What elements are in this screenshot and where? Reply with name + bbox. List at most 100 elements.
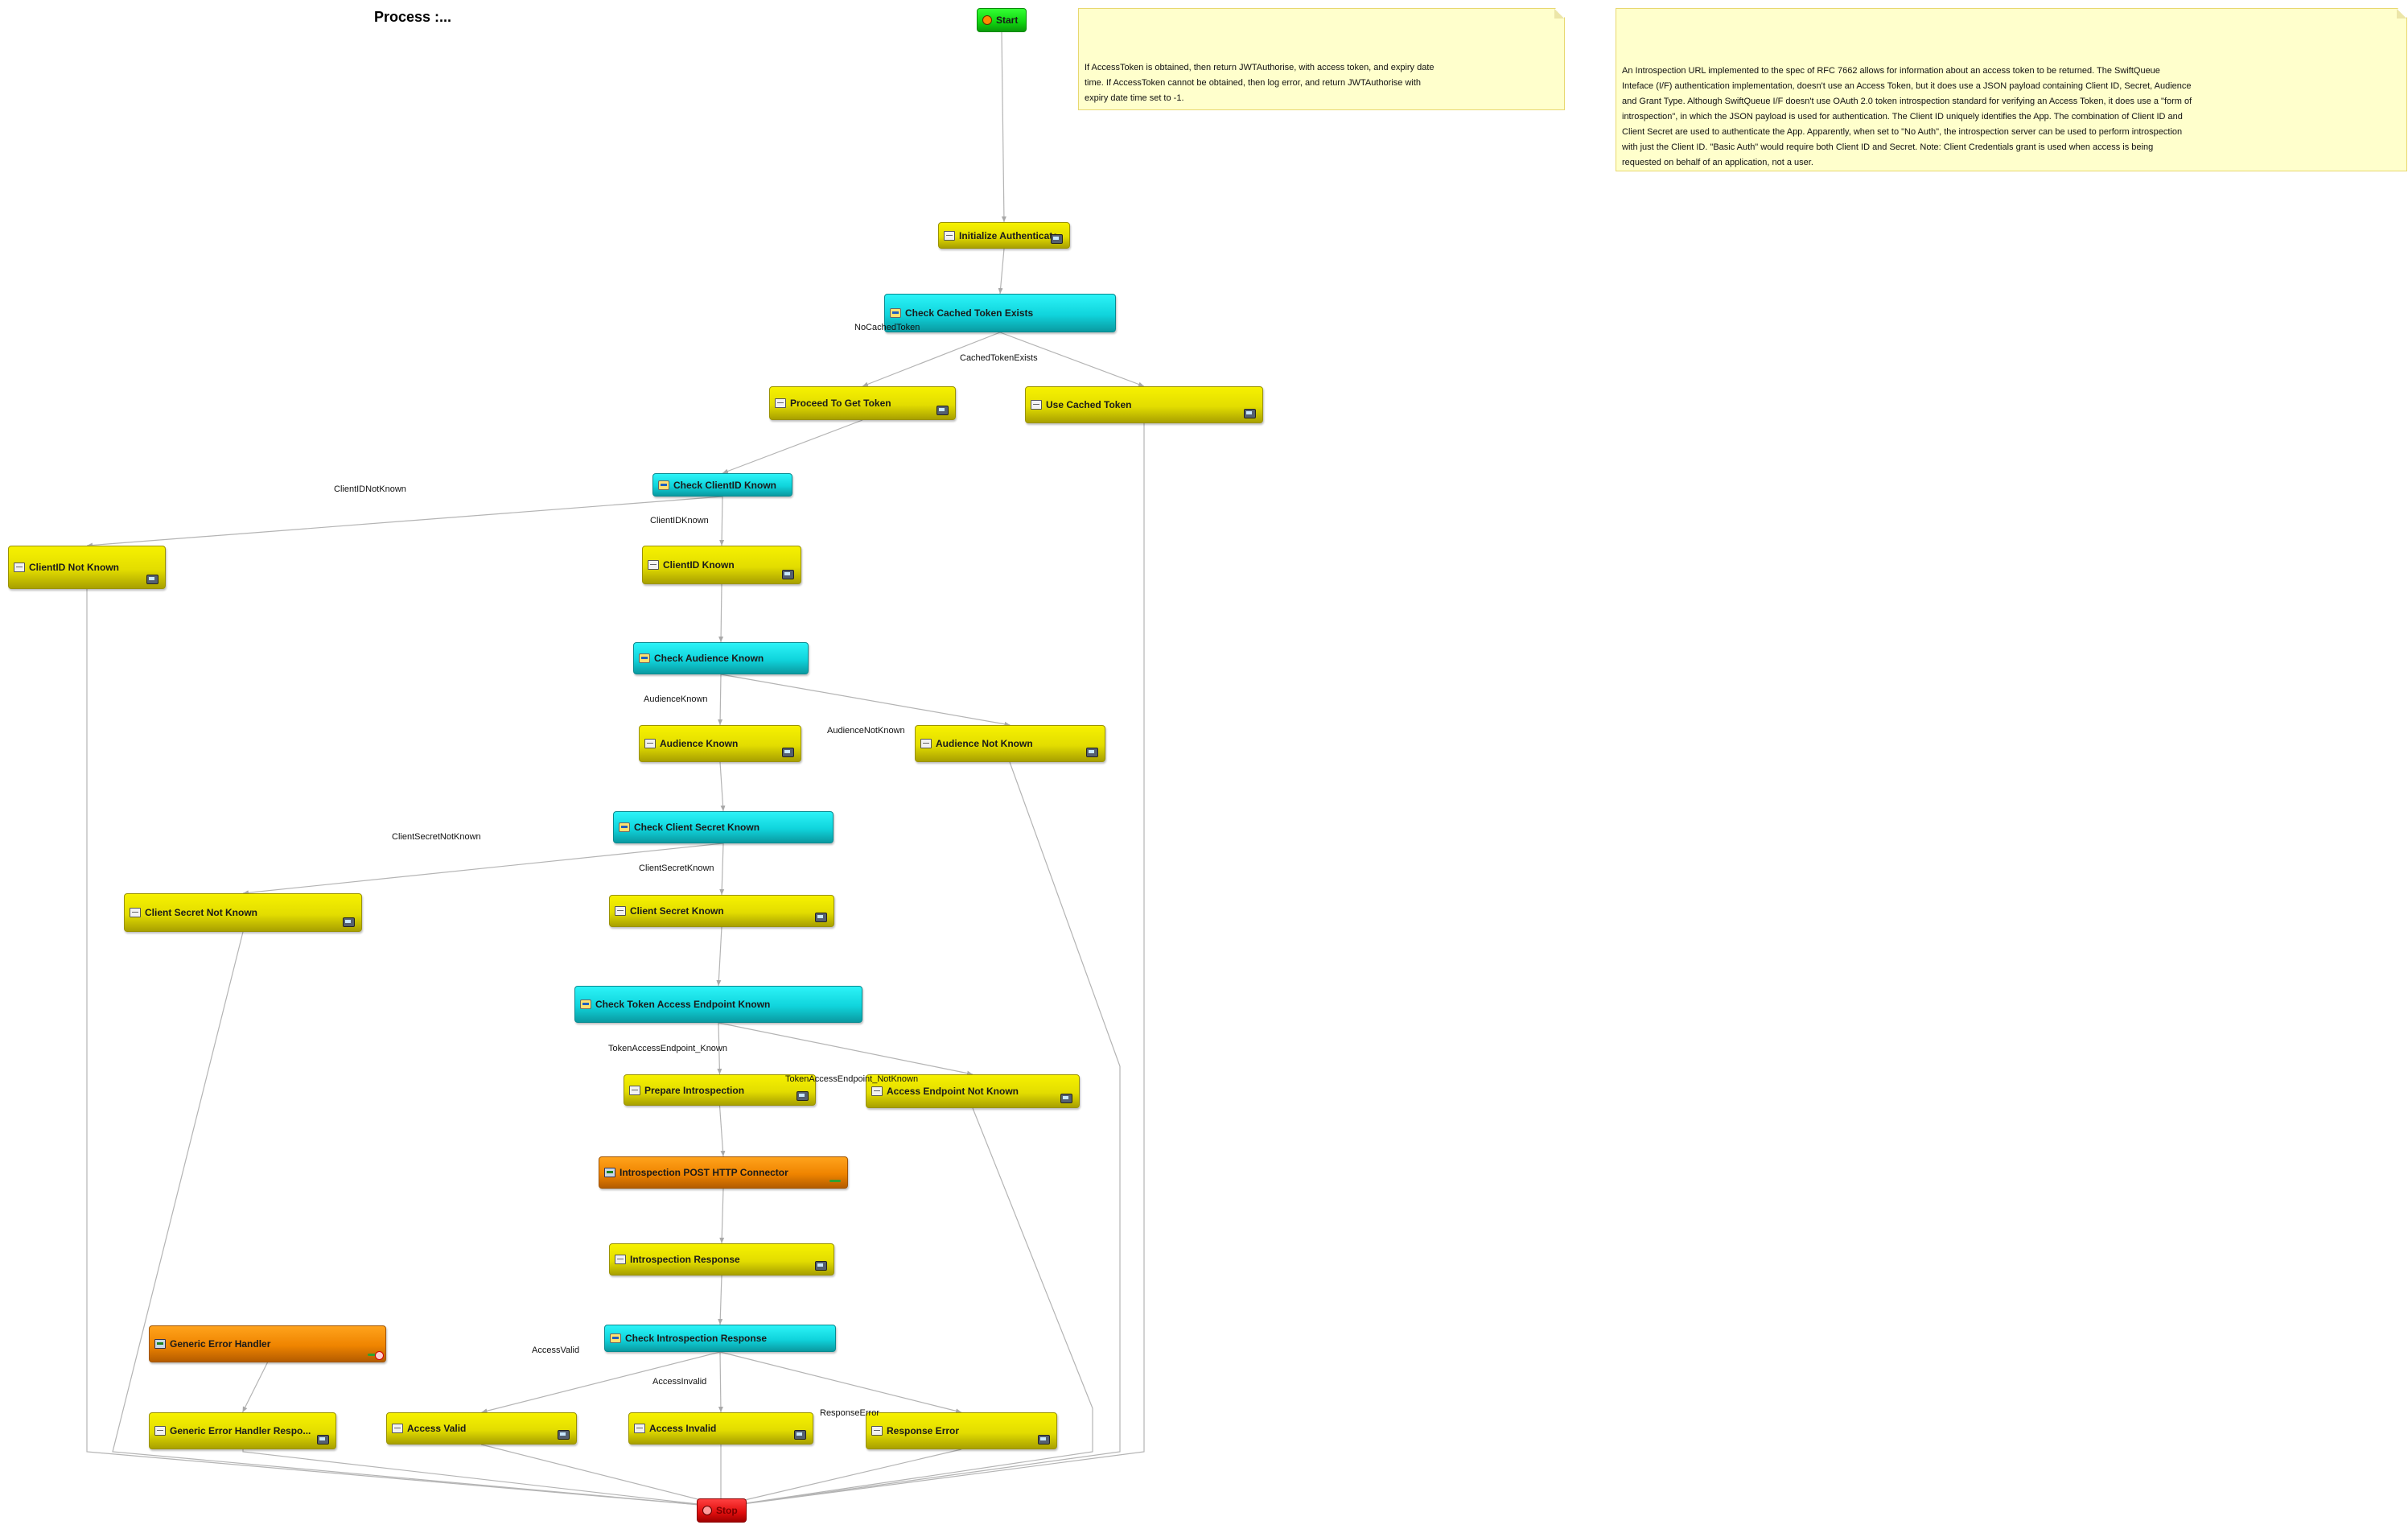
edge-label: ClientIDNotKnown <box>334 484 406 494</box>
node-endpoint-not-known[interactable]: Access Endpoint Not Known <box>866 1074 1080 1108</box>
note-line: requested on behalf of an application, n… <box>1622 158 1813 167</box>
node-intro-post[interactable]: Introspection POST HTTP Connector <box>599 1156 848 1189</box>
edge-checkIntroResp-to-accessValid <box>481 1351 721 1414</box>
node-access-invalid[interactable]: Access Invalid <box>628 1412 813 1445</box>
node-label: Check Cached Token Exists <box>905 307 1034 319</box>
node-label: Check Client Secret Known <box>634 822 760 833</box>
node-label: Stop <box>716 1505 738 1516</box>
node-proceed-get[interactable]: Proceed To Get Token <box>769 386 956 420</box>
task-icon <box>615 906 626 916</box>
edge-checkAudience-to-audienceKnown <box>718 674 723 726</box>
edge-proceedGet-to-checkClientId <box>722 419 863 474</box>
edge-init-to-checkCached <box>998 248 1005 295</box>
annotation-note-token: If AccessToken is obtained, then return … <box>1078 8 1565 110</box>
node-check-client-id[interactable]: Check ClientID Known <box>652 473 792 497</box>
node-prepare-intro[interactable]: Prepare Introspection <box>624 1074 816 1106</box>
node-label: Introspection Response <box>630 1254 740 1265</box>
script-icon <box>936 406 949 415</box>
node-label: ClientID Not Known <box>29 562 119 573</box>
decision-icon <box>619 822 630 832</box>
node-init[interactable]: Initialize Authenticate <box>938 222 1070 249</box>
edge-checkIntroResp-to-accessInvalid <box>718 1351 723 1413</box>
note-line: with just the Client ID. "Basic Auth" wo… <box>1622 142 2154 152</box>
node-label: Response Error <box>887 1425 960 1436</box>
script-icon <box>796 1091 809 1101</box>
node-label: Use Cached Token <box>1046 399 1132 410</box>
script-icon <box>794 1430 806 1440</box>
node-label: Audience Not Known <box>936 738 1033 749</box>
node-generic-error[interactable]: Generic Error Handler <box>149 1325 386 1362</box>
task-icon <box>14 563 25 572</box>
task-icon <box>871 1086 883 1096</box>
edge-label: AudienceNotKnown <box>827 726 905 736</box>
script-icon <box>1244 409 1256 418</box>
node-check-cached[interactable]: Check Cached Token Exists <box>884 294 1116 332</box>
task-icon <box>871 1426 883 1436</box>
edge-checkSecret-to-secretKnown <box>719 843 725 896</box>
node-access-valid[interactable]: Access Valid <box>386 1412 577 1445</box>
note-line: Inteface (I/F) authentication implementa… <box>1622 81 2192 91</box>
node-response-error[interactable]: Response Error <box>866 1412 1057 1449</box>
edge-checkCached-to-proceedGet <box>862 332 1001 387</box>
node-audience-not-known[interactable]: Audience Not Known <box>915 725 1105 762</box>
node-check-intro-resp[interactable]: Check Introspection Response <box>604 1325 836 1352</box>
edge-label: CachedTokenExists <box>960 353 1038 363</box>
error-icon <box>375 1351 384 1360</box>
node-start[interactable]: Start <box>977 8 1027 32</box>
decision-icon <box>639 653 650 663</box>
edge-label: AccessInvalid <box>652 1377 707 1387</box>
edge-checkEndpoint-to-prepareIntro <box>717 1022 722 1075</box>
node-label: Audience Known <box>660 738 739 749</box>
edge-audienceKnown-to-checkSecret <box>719 761 726 812</box>
edge-genericError-to-genericErrorResp <box>241 1362 269 1413</box>
note-line: An Introspection URL implemented to the … <box>1622 66 2160 76</box>
node-label: Access Invalid <box>649 1423 717 1434</box>
edge-secretKnown-to-checkEndpoint <box>716 926 722 987</box>
node-secret-not-known[interactable]: Client Secret Not Known <box>124 893 362 932</box>
edge-genericErrorResp-to-stop <box>242 1449 719 1507</box>
node-stop[interactable]: Stop <box>697 1498 747 1523</box>
node-use-cached[interactable]: Use Cached Token <box>1025 386 1263 423</box>
decision-icon <box>658 480 669 490</box>
start-icon <box>982 15 992 25</box>
node-generic-error-resp[interactable]: Generic Error Handler Respo... <box>149 1412 336 1449</box>
edge-secretNotKnown-to-stop <box>112 931 719 1507</box>
task-icon <box>629 1085 640 1095</box>
node-audience-known[interactable]: Audience Known <box>639 725 801 762</box>
edge-label: ClientSecretNotKnown <box>392 832 481 842</box>
edge-start-to-init <box>1001 31 1006 223</box>
node-check-audience[interactable]: Check Audience Known <box>633 642 809 674</box>
edge-checkEndpoint-to-endpointNotKnown <box>718 1022 973 1076</box>
script-icon <box>1086 748 1098 757</box>
task-icon <box>944 230 955 241</box>
edge-endpointNotKnown-to-stop <box>723 1107 1093 1507</box>
connector-icon <box>154 1339 166 1349</box>
task-icon <box>775 398 786 408</box>
node-label: ClientID Known <box>663 559 735 571</box>
note-line: and Grant Type. Although SwiftQueue I/F … <box>1622 97 2192 106</box>
edge-clientIdNotKnown-to-stop <box>86 589 719 1507</box>
edge-introPost-to-introResponse <box>719 1188 725 1244</box>
node-label: Access Valid <box>407 1423 467 1434</box>
edge-label: AccessValid <box>532 1346 580 1355</box>
script-icon <box>1038 1435 1050 1445</box>
link-icon <box>368 1354 379 1356</box>
task-icon <box>615 1255 626 1264</box>
node-intro-response[interactable]: Introspection Response <box>609 1243 834 1276</box>
edge-label: ClientIDKnown <box>650 516 709 525</box>
edge-checkClientId-to-clientIdNotKnown <box>86 496 723 548</box>
node-check-endpoint[interactable]: Check Token Access Endpoint Known <box>574 986 862 1023</box>
script-icon <box>782 570 794 579</box>
edge-checkAudience-to-audienceNotKnown <box>720 674 1011 727</box>
node-label: Generic Error Handler Respo... <box>170 1425 311 1436</box>
node-check-secret[interactable]: Check Client Secret Known <box>613 811 834 843</box>
edge-prepareIntro-to-introPost <box>718 1105 726 1157</box>
script-icon <box>146 575 158 584</box>
node-secret-known[interactable]: Client Secret Known <box>609 895 834 927</box>
node-client-id-not-known[interactable]: ClientID Not Known <box>8 546 166 589</box>
node-label: Prepare Introspection <box>644 1084 745 1096</box>
edge-label: AudienceKnown <box>644 694 708 704</box>
node-client-id-known[interactable]: ClientID Known <box>642 546 801 584</box>
script-icon <box>782 748 794 757</box>
